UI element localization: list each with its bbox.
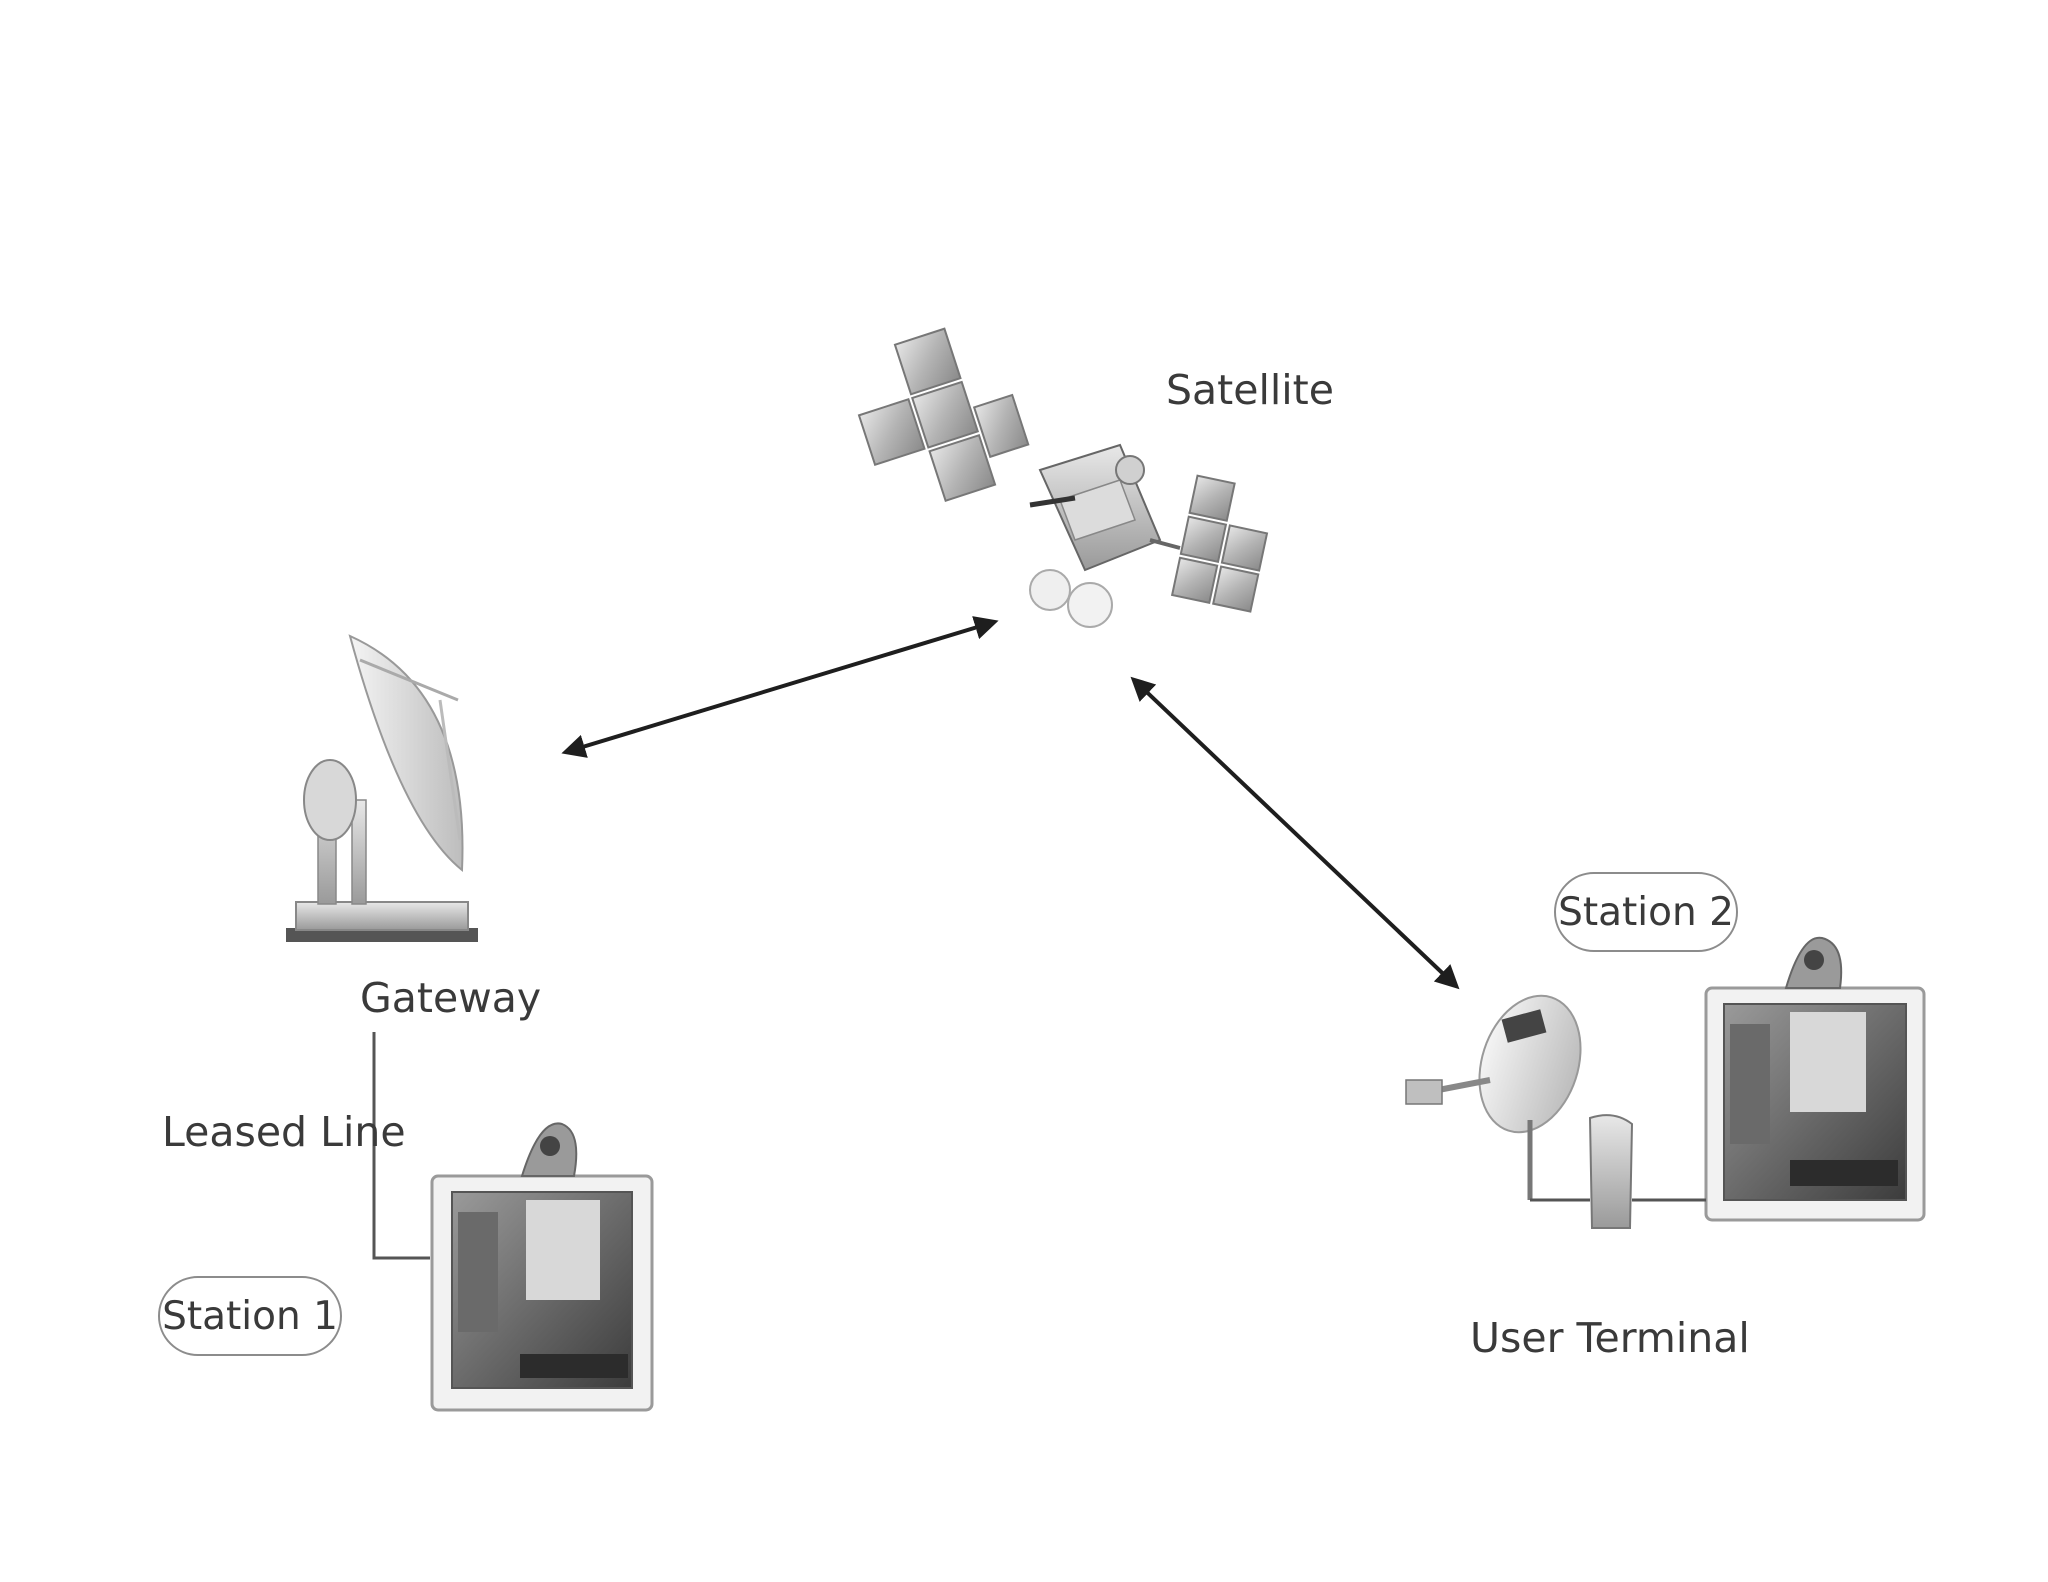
satellite-label: Satellite [1166, 366, 1334, 414]
gateway-dish-icon [286, 634, 478, 942]
station-1-video-terminal-icon [430, 1122, 654, 1412]
satellite-icon [857, 327, 1269, 628]
station-2-badge: Station 2 [1554, 872, 1738, 952]
gateway-label: Gateway [360, 974, 542, 1022]
gateway-satellite-link-arrow [561, 616, 999, 758]
station-1-badge: Station 1 [158, 1276, 342, 1356]
leased-line-label: Leased Line [162, 1108, 406, 1156]
user-terminal-dish-icon [1405, 994, 1582, 1200]
leased-line-connector [372, 1032, 430, 1260]
user-terminal-modem-icon [1530, 1114, 1706, 1229]
user-terminal-label: User Terminal [1470, 1314, 1750, 1362]
satellite-terminal-link-arrow [1130, 676, 1460, 990]
station-2-video-terminal-icon [1704, 936, 1926, 1222]
